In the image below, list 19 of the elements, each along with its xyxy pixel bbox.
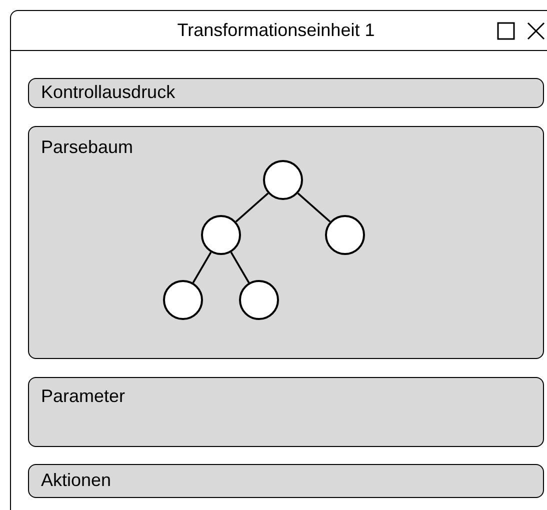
tree-node-circle: [325, 215, 365, 255]
panel-heading: Aktionen: [41, 470, 112, 491]
tree-edge: [192, 252, 212, 284]
panel: [28, 78, 544, 108]
tree-node-circle: [263, 160, 303, 200]
tree-node-circle: [163, 280, 203, 320]
panel: [28, 126, 544, 359]
tree-edge: [230, 252, 250, 284]
tree-edge: [297, 192, 331, 222]
panel: [28, 377, 544, 447]
panel-heading: Kontrollausdruck: [41, 82, 176, 103]
tree-node-circle: [239, 280, 279, 320]
panel-heading: Parsebaum: [41, 137, 134, 158]
window-frame: [10, 10, 547, 510]
tree-node-circle: [201, 215, 241, 255]
panel-heading: Parameter: [41, 386, 126, 407]
window-title: Transformationseinheit 1: [177, 20, 375, 41]
panel: [28, 464, 544, 498]
tree-edge: [235, 192, 269, 222]
